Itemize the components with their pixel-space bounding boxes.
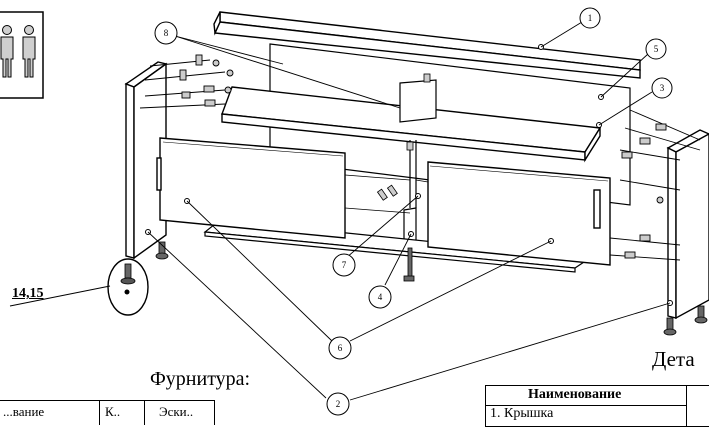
- callout-7: 7: [332, 253, 356, 277]
- callout-1: 1: [579, 7, 601, 29]
- foot-detail-circle: [9, 258, 149, 316]
- parts-title: Дета: [652, 347, 695, 371]
- svg-text:4: 4: [378, 292, 383, 302]
- callout-3: 3: [651, 77, 673, 99]
- svg-text:2: 2: [336, 399, 341, 409]
- fittings-col-sketch: Эски..: [159, 404, 194, 419]
- callout-2: 2: [326, 392, 350, 416]
- callout-4: 4: [368, 285, 392, 309]
- hardware-callout-label: 14,15: [12, 286, 44, 301]
- fittings-title: Фурнитура:: [150, 368, 251, 390]
- svg-text:5: 5: [654, 44, 659, 54]
- fittings-col-qty: К..: [105, 404, 121, 419]
- left-side-panel: [124, 61, 168, 260]
- callout-6: 6: [328, 336, 352, 360]
- fittings-table: ...вание К.. Эски..: [0, 400, 215, 425]
- right-door: [427, 161, 611, 266]
- callout-8: 8: [154, 21, 178, 45]
- center-hardware: [376, 73, 431, 201]
- parts-row: 1. Крышка: [490, 406, 554, 421]
- right-hardware: [609, 109, 701, 261]
- parts-header: Наименование: [528, 387, 622, 402]
- svg-text:1: 1: [588, 13, 593, 23]
- svg-text:6: 6: [338, 343, 343, 353]
- right-side-panel: [666, 129, 709, 320]
- leader-lines: [147, 21, 671, 401]
- svg-text:7: 7: [342, 260, 347, 270]
- top-panel: [213, 11, 641, 79]
- left-hardware: [139, 54, 234, 109]
- svg-text:3: 3: [660, 83, 665, 93]
- two-person-assembly-icon: [0, 11, 44, 99]
- left-door: [156, 137, 346, 239]
- callout-5: 5: [645, 38, 667, 60]
- parts-table: Наименование 1. Крышка: [485, 385, 709, 427]
- fittings-col-name: ...вание: [3, 404, 45, 419]
- svg-text:8: 8: [164, 28, 169, 38]
